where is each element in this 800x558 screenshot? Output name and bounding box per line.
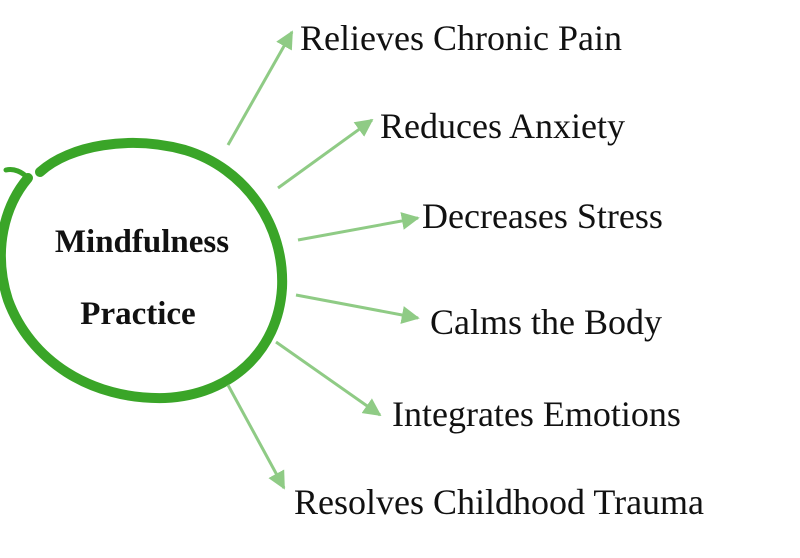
center-circle <box>0 138 288 404</box>
arrow-reduces-anxiety <box>277 118 374 190</box>
benefit-integrates-emotions: Integrates Emotions <box>392 394 681 434</box>
arrow-calms-the-body <box>295 293 420 324</box>
arrow-integrates-emotions <box>275 340 382 417</box>
arrow-relieves-chronic-pain <box>226 30 294 146</box>
center-label-line2: Practice <box>80 296 196 332</box>
benefit-reduces-anxiety: Reduces Anxiety <box>380 106 625 146</box>
benefit-resolves-childhood-trauma: Resolves Childhood Trauma <box>294 482 705 522</box>
arrow-decreases-stress <box>297 212 420 242</box>
benefit-calms-the-body: Calms the Body <box>430 302 662 342</box>
arrow-resolves-childhood-trauma <box>226 384 286 490</box>
benefit-relieves-chronic-pain: Relieves Chronic Pain <box>300 18 622 58</box>
center-label-line1: Mindfulness <box>54 224 230 260</box>
benefit-decreases-stress: Decreases Stress <box>422 196 663 236</box>
